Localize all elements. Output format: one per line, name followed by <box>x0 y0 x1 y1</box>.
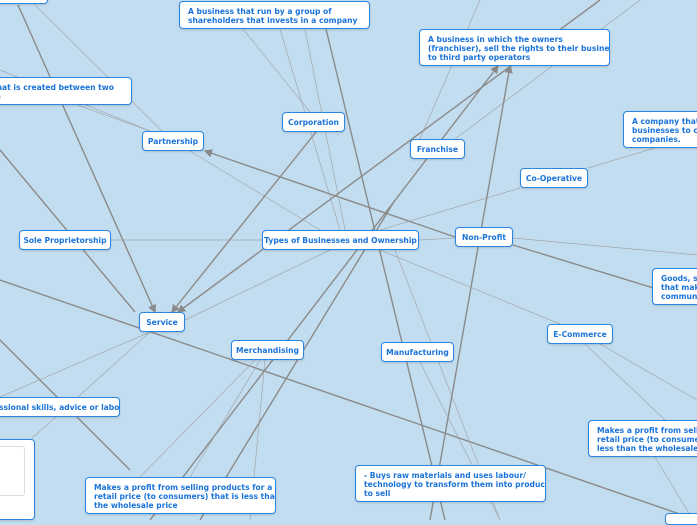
partial-node-top-left[interactable] <box>0 0 48 4</box>
desc-line: businesses to co <box>632 126 697 135</box>
merchandising-description[interactable]: Makes a profit from selling products for… <box>85 477 276 514</box>
co-operative-description[interactable]: A company that l businesses to co compan… <box>623 111 697 148</box>
partial-node-left[interactable]: l <box>0 439 35 520</box>
desc-line: shareholders that invests in a company <box>188 16 358 25</box>
desc-line: companies. <box>632 135 681 144</box>
desc-line: to third party operators <box>428 53 531 62</box>
topic-sole-proprietorship[interactable]: Sole Proprietorship <box>19 230 111 250</box>
topic-corporation[interactable]: Corporation <box>282 112 345 132</box>
non-profit-description[interactable]: Goods, se that make communi <box>652 268 697 305</box>
desc-line: to sell <box>364 489 391 498</box>
topic-merchandising[interactable]: Merchandising <box>231 340 304 360</box>
desc-line: Makes a profit from sellin <box>597 426 697 435</box>
partnership-description[interactable]: that is created between two le <box>0 77 132 105</box>
topic-non-profit[interactable]: Non-Profit <box>455 227 513 247</box>
topic-franchise[interactable]: Franchise <box>410 139 465 159</box>
topic-partnership[interactable]: Partnership <box>142 131 204 151</box>
franchise-description[interactable]: A business in which the owners (franchis… <box>419 29 610 66</box>
desc-line: retail price (to consumers) that is less… <box>94 492 276 501</box>
topic-e-commerce[interactable]: E-Commerce <box>547 324 613 344</box>
desc-line: less than the wholesale p <box>597 444 697 453</box>
desc-line: ssional skills, advice or labor <box>0 403 120 412</box>
desc-line: communi <box>661 292 697 301</box>
topic-manufacturing[interactable]: Manufacturing <box>381 342 454 362</box>
corporation-description[interactable]: A business that run by a group of shareh… <box>179 1 370 29</box>
desc-line: A business in which the owners <box>428 35 563 44</box>
desc-line: that make <box>661 283 697 292</box>
central-topic[interactable]: Types of Businesses and Ownership <box>262 230 419 250</box>
image-placeholder <box>0 446 25 496</box>
desc-line: technology to transform them into produc… <box>364 480 546 489</box>
desc-line: A business that run by a group of <box>188 7 332 16</box>
desc-line: that is created between two <box>0 83 115 92</box>
topic-service[interactable]: Service <box>139 312 185 332</box>
partial-node-bottom-right[interactable] <box>665 513 697 525</box>
desc-line: A company that l <box>632 117 697 126</box>
desc-line: the wholesale price <box>94 501 178 510</box>
desc-line: Makes a profit from selling products for… <box>94 483 273 492</box>
topic-co-operative[interactable]: Co-Operative <box>520 168 588 188</box>
service-description[interactable]: ssional skills, advice or labor <box>0 397 120 417</box>
desc-line: - Buys raw materials and uses labour/ <box>364 471 526 480</box>
desc-line: le <box>0 92 123 101</box>
desc-line: (franchiser), sell the rights to their b… <box>428 44 610 53</box>
e-commerce-description[interactable]: Makes a profit from sellin retail price … <box>588 420 697 457</box>
desc-line: retail price (to consumers <box>597 435 697 444</box>
desc-line: Goods, se <box>661 274 697 283</box>
manufacturing-description[interactable]: - Buys raw materials and uses labour/ te… <box>355 465 546 502</box>
